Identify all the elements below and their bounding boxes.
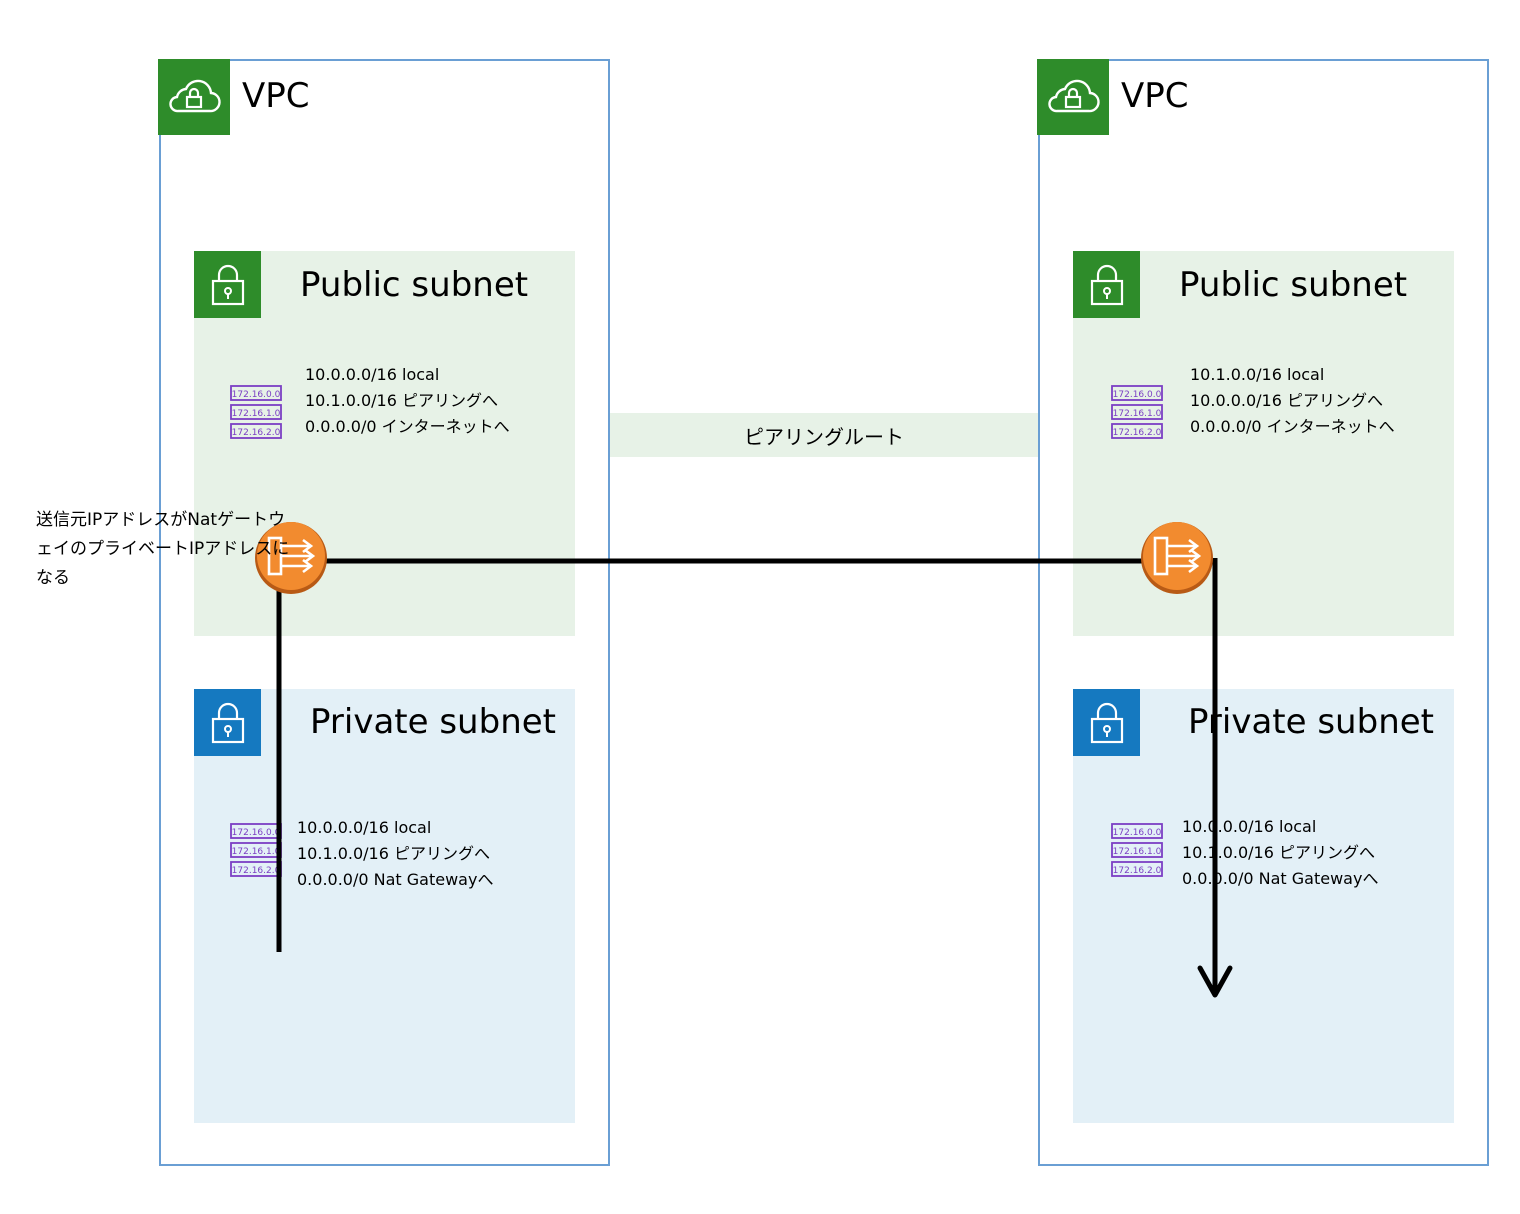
route-entry: 0.0.0.0/0 Nat Gatewayへ	[1182, 869, 1379, 888]
subnet-lock-icon	[1073, 689, 1140, 756]
subnet-title: Public subnet	[1179, 265, 1408, 305]
vpc-left	[159, 59, 610, 1166]
route-entry: 0.0.0.0/0 インターネットへ	[305, 417, 510, 436]
route-table-entries: 10.0.0.0/16 local 10.1.0.0/16 ピアリングへ 0.0…	[305, 362, 510, 440]
route-entry: 10.0.0.0/16 ピアリングへ	[1190, 391, 1383, 410]
svg-text:172.16.2.0: 172.16.2.0	[1113, 866, 1162, 876]
svg-text:172.16.0.0: 172.16.0.0	[1113, 828, 1162, 838]
vpc-label: VPC	[242, 76, 310, 116]
private-subnet-right: Private subnet 172.16.0.0 172.16.1.0 172…	[1073, 689, 1454, 1123]
peering-route-label: ピアリングルート	[744, 424, 904, 449]
vpc-cloud-lock-icon	[158, 59, 230, 135]
svg-text:172.16.1.0: 172.16.1.0	[232, 409, 281, 419]
vpc-label: VPC	[1121, 76, 1189, 116]
private-subnet-left: Private subnet 172.16.0.0 172.16.1.0 172…	[194, 689, 575, 1123]
svg-text:172.16.0.0: 172.16.0.0	[232, 828, 281, 838]
svg-text:172.16.1.0: 172.16.1.0	[1113, 409, 1162, 419]
nat-gateway-icon	[255, 522, 327, 594]
svg-text:172.16.0.0: 172.16.0.0	[1113, 390, 1162, 400]
route-entry: 10.1.0.0/16 ピアリングへ	[1182, 843, 1375, 862]
vpc-cloud-lock-icon	[1037, 59, 1109, 135]
route-entry: 10.0.0.0/16 local	[297, 818, 432, 837]
vpc-right	[1038, 59, 1489, 1166]
svg-text:172.16.2.0: 172.16.2.0	[1113, 428, 1162, 438]
nat-gateway-icon	[1141, 522, 1213, 594]
subnet-title: Public subnet	[300, 265, 529, 305]
source-ip-note: 送信元IPアドレスがNatゲートウェイのプライベートIPアドレスになる	[36, 510, 290, 588]
peering-route-band: ピアリングルート	[610, 413, 1038, 457]
route-table-entries: 10.0.0.0/16 local 10.1.0.0/16 ピアリングへ 0.0…	[297, 815, 493, 893]
arrow-head-icon	[1197, 965, 1233, 998]
route-entry: 10.1.0.0/16 ピアリングへ	[305, 391, 498, 410]
subnet-lock-icon	[194, 251, 261, 318]
svg-text:172.16.1.0: 172.16.1.0	[232, 847, 281, 857]
public-subnet-right: Public subnet 172.16.0.0 172.16.1.0 172.…	[1073, 251, 1454, 636]
subnet-title: Private subnet	[310, 702, 556, 742]
svg-text:172.16.1.0: 172.16.1.0	[1113, 847, 1162, 857]
route-entry: 10.0.0.0/16 local	[305, 365, 440, 384]
public-subnet-left: Public subnet 172.16.0.0 172.16.1.0 172.…	[194, 251, 575, 636]
route-table-icon: 172.16.0.0 172.16.1.0 172.16.2.0	[1111, 823, 1163, 877]
svg-text:172.16.2.0: 172.16.2.0	[232, 866, 281, 876]
route-entry: 10.1.0.0/16 local	[1190, 365, 1325, 384]
route-entry: 0.0.0.0/0 Nat Gatewayへ	[297, 870, 494, 889]
route-entry: 0.0.0.0/0 インターネットへ	[1190, 417, 1395, 436]
route-table-entries: 10.1.0.0/16 local 10.0.0.0/16 ピアリングへ 0.0…	[1190, 362, 1395, 440]
route-entry: 10.1.0.0/16 ピアリングへ	[297, 844, 490, 863]
subnet-title: Private subnet	[1188, 702, 1434, 742]
traffic-flow-line	[276, 558, 1218, 995]
subnet-lock-icon	[194, 689, 261, 756]
route-table-icon: 172.16.0.0 172.16.1.0 172.16.2.0	[230, 385, 282, 439]
route-table-icon: 172.16.0.0 172.16.1.0 172.16.2.0	[1111, 385, 1163, 439]
svg-text:172.16.0.0: 172.16.0.0	[232, 390, 281, 400]
subnet-lock-icon	[1073, 251, 1140, 318]
svg-text:172.16.2.0: 172.16.2.0	[232, 428, 281, 438]
